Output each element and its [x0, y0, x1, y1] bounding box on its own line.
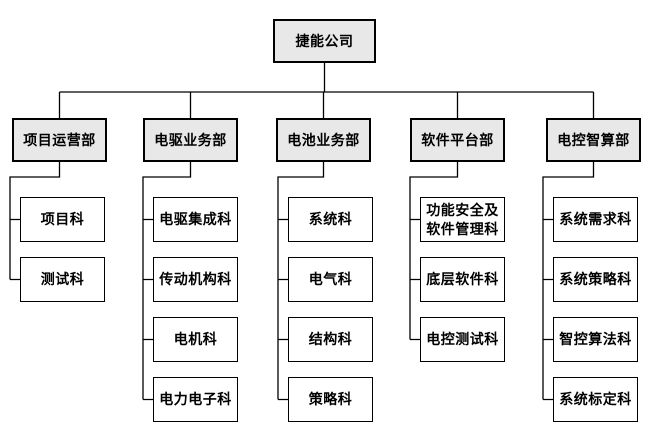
org-node-section: 结构科 — [288, 317, 373, 362]
org-node-department-label: 电驱业务部 — [154, 131, 227, 148]
org-node-section-label: 系统标定科 — [559, 391, 632, 408]
org-node-department-label: 电池业务部 — [287, 131, 360, 148]
org-node-section: 系统需求科 — [553, 197, 638, 242]
org-node-section-label: 电力电子科 — [159, 391, 232, 408]
org-node-section-label: 系统策略科 — [559, 271, 632, 288]
org-node-department-label: 电控智算部 — [557, 131, 630, 148]
org-node-department: 软件平台部 — [410, 118, 505, 162]
org-node-company: 捷能公司 — [273, 19, 376, 63]
org-node-department: 项目运营部 — [12, 118, 107, 162]
org-node-section-label: 结构科 — [308, 331, 353, 348]
org-node-company-label: 捷能公司 — [295, 32, 354, 49]
org-node-section-label: 系统需求科 — [559, 211, 632, 228]
org-node-section: 系统策略科 — [553, 257, 638, 302]
org-node-section-label: 电机科 — [173, 331, 218, 348]
org-node-department: 电池业务部 — [276, 118, 371, 162]
org-node-section: 策略科 — [288, 377, 373, 422]
org-node-section: 电驱集成科 — [153, 197, 238, 242]
org-node-section: 功能安全及软件管理科 — [420, 197, 505, 242]
org-node-section-label: 电控测试科 — [426, 331, 499, 348]
org-node-section-label: 智控算法科 — [559, 331, 632, 348]
org-node-section-label: 电气科 — [308, 271, 353, 288]
org-node-section-label: 功能安全及软件管理科 — [426, 202, 499, 237]
org-node-section-label: 项目科 — [40, 211, 85, 228]
org-node-department: 电驱业务部 — [143, 118, 238, 162]
org-node-department: 电控智算部 — [546, 118, 641, 162]
org-node-section: 底层软件科 — [420, 257, 505, 302]
org-node-section-label: 电驱集成科 — [159, 211, 232, 228]
org-node-section: 传动机构科 — [153, 257, 238, 302]
org-node-section-label: 系统科 — [308, 211, 353, 228]
org-node-section: 测试科 — [20, 257, 105, 302]
org-node-department-label: 软件平台部 — [421, 131, 494, 148]
org-node-section-label: 底层软件科 — [426, 271, 499, 288]
org-node-section: 系统科 — [288, 197, 373, 242]
org-node-section-label: 测试科 — [40, 271, 85, 288]
connector-path — [9, 63, 595, 401]
org-node-section-label: 传动机构科 — [159, 271, 232, 288]
org-node-section: 电机科 — [153, 317, 238, 362]
org-node-section: 电控测试科 — [420, 317, 505, 362]
org-node-department-label: 项目运营部 — [23, 131, 96, 148]
org-node-section: 系统标定科 — [553, 377, 638, 422]
org-node-section-label: 策略科 — [308, 391, 353, 408]
org-node-section: 电力电子科 — [153, 377, 238, 422]
org-node-section: 智控算法科 — [553, 317, 638, 362]
org-node-section: 项目科 — [20, 197, 105, 242]
org-node-section: 电气科 — [288, 257, 373, 302]
